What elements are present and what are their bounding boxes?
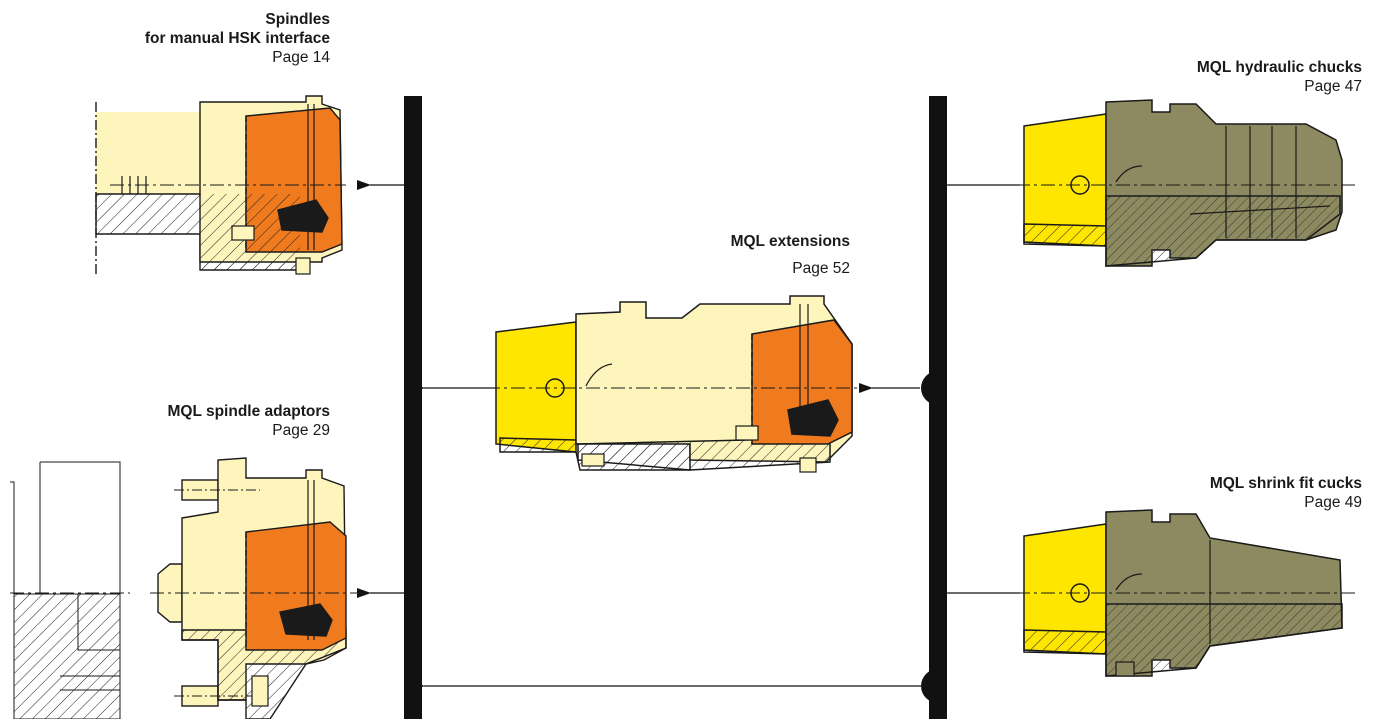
label-extensions-title: MQL extensions [730, 233, 850, 250]
bar-bump-upper [921, 371, 938, 405]
left-interface-bar [404, 96, 422, 719]
hydraulic-chuck-drawing [1016, 99, 1356, 267]
label-hydraulic-title: MQL hydraulic chucks [1196, 59, 1362, 76]
label-spindles-page: Page 14 [272, 49, 330, 66]
label-extensions: MQL extensions Page 52 [731, 232, 850, 278]
label-shrink: MQL shrink fit cucks Page 49 [1210, 474, 1362, 512]
shrink-chuck-drawing [1016, 509, 1356, 677]
bar-bump-lower [921, 669, 938, 703]
label-extensions-page: Page 52 [792, 260, 850, 277]
label-spindles-title-line1: Spindles [265, 11, 330, 28]
label-shrink-title: MQL shrink fit cucks [1209, 475, 1362, 492]
right-interface-bar [929, 96, 947, 719]
label-hydraulic-page: Page 47 [1304, 78, 1362, 95]
extension-drawing [486, 295, 866, 473]
spindle-adaptor-drawing [150, 457, 370, 719]
machine-outline-drawing [10, 461, 130, 719]
label-adaptors-title: MQL spindle adaptors [167, 403, 331, 420]
label-spindles-title-line2: for manual HSK interface [144, 30, 330, 47]
label-adaptors-page: Page 29 [272, 422, 330, 439]
label-adaptors: MQL spindle adaptors Page 29 [168, 402, 331, 440]
label-shrink-page: Page 49 [1304, 494, 1362, 511]
spindle-drawing [95, 95, 346, 276]
label-hydraulic: MQL hydraulic chucks Page 47 [1197, 58, 1362, 96]
label-spindles: Spindles for manual HSK interface Page 1… [145, 10, 330, 67]
